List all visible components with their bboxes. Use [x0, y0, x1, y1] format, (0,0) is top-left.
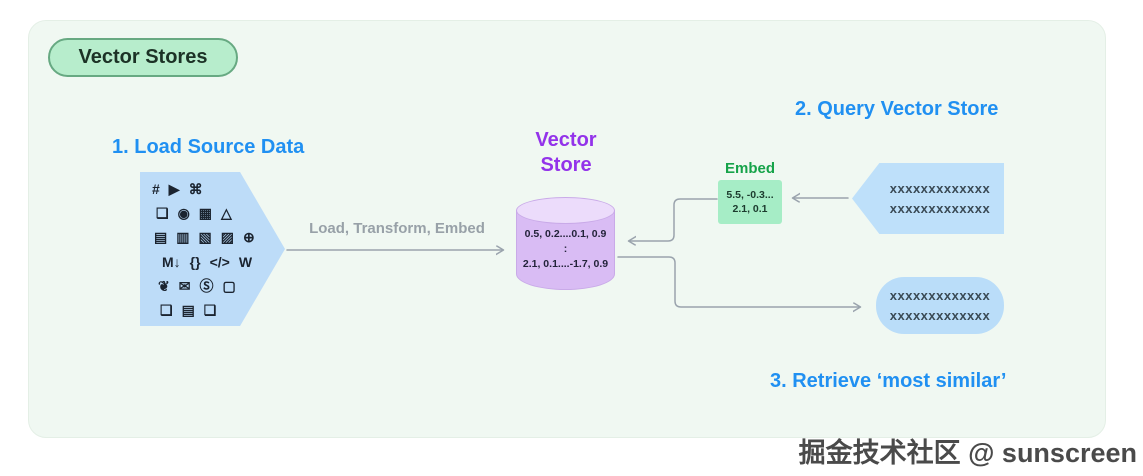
- icon-row: ❏ ▤ ❏: [152, 302, 255, 318]
- file-icon: ❏: [160, 301, 173, 318]
- github-icon: ◉: [177, 205, 190, 222]
- query-text-line1: xxxxxxxxxxxxx: [889, 180, 991, 196]
- xls-file-icon: ▨: [220, 229, 234, 246]
- result-text-shape: xxxxxxxxxxxxx xxxxxxxxxxxxx: [876, 277, 1004, 334]
- file-icon: ❏: [203, 301, 217, 318]
- doc-file-icon: ▤: [154, 229, 168, 246]
- youtube-icon: ▶: [168, 181, 180, 197]
- cylinder-values: 0.5, 0.2....0.1, 0.9 : 2.1, 0.1....-1.7,…: [516, 227, 615, 272]
- json-file-icon: {}: [189, 253, 201, 270]
- markdown-icon: M↓: [162, 253, 181, 270]
- file-icon: ❏: [156, 205, 169, 222]
- twitter-icon: ❦: [158, 277, 170, 294]
- wikipedia-icon: W: [238, 253, 253, 270]
- icon-row: ❏ ◉ ▦ △: [152, 205, 255, 221]
- gdrive-icon: △: [221, 205, 232, 222]
- embed-row-1: 5.5, -0.3...: [726, 189, 774, 201]
- embed-box: 5.5, -0.3... 2.1, 0.1: [718, 180, 782, 224]
- icon-row: M↓ {} </> W: [152, 254, 255, 270]
- icon-row: # ▶ ⌘: [152, 181, 255, 197]
- vector-store-cylinder: 0.5, 0.2....0.1, 0.9 : 2.1, 0.1....-1.7,…: [516, 197, 615, 290]
- stripe-icon: Ⓢ: [199, 277, 214, 294]
- image-file-icon: ▦: [198, 205, 213, 222]
- step1-heading: 1. Load Source Data: [112, 136, 305, 158]
- vector-row-1: 0.5, 0.2....0.1, 0.9: [524, 228, 607, 240]
- email-icon: ✉: [178, 277, 191, 294]
- result-text-line2: xxxxxxxxxxxxx: [889, 307, 991, 323]
- pdf-file-icon: ▧: [198, 229, 212, 246]
- csv-file-icon: ▥: [176, 229, 190, 246]
- vector-row-2: 2.1, 0.1....-1.7, 0.9: [522, 258, 609, 270]
- load-transform-embed-label: Load, Transform, Embed: [309, 220, 485, 237]
- folder-icon: ▢: [222, 277, 236, 294]
- vector-row-separator: :: [563, 243, 568, 255]
- query-text-shape: xxxxxxxxxxxxx xxxxxxxxxxxxx: [852, 163, 1004, 234]
- embed-row-2: 2.1, 0.1: [732, 203, 768, 215]
- web-file-icon: ⊕: [242, 229, 255, 246]
- slack-icon: #: [152, 181, 160, 197]
- doc-file-icon: ▤: [181, 301, 195, 318]
- watermark: 掘金技术社区 @ sunscreen: [798, 438, 1137, 468]
- query-text-line2: xxxxxxxxxxxxx: [889, 200, 991, 216]
- icon-row: ▤ ▥ ▧ ▨ ⊕: [152, 229, 255, 245]
- embed-label: Embed: [724, 160, 775, 177]
- step2-heading: 2. Query Vector Store: [795, 98, 999, 120]
- step3-heading: 3. Retrieve ‘most similar’: [770, 370, 1007, 392]
- vector-stores-badge: Vector Stores: [48, 38, 238, 77]
- result-text-line1: xxxxxxxxxxxxx: [889, 287, 991, 303]
- vector-store-title-line1: Vector: [535, 129, 597, 151]
- html-file-icon: </>: [209, 253, 230, 270]
- cylinder-top-ellipse: [516, 197, 615, 224]
- vector-store-title-line2: Store: [540, 154, 592, 176]
- discord-icon: ⌘: [188, 181, 203, 197]
- source-icons-grid: # ▶ ⌘ ❏ ◉ ▦ △ ▤ ▥ ▧ ▨ ⊕ M↓ {} </> W ❦ ✉ Ⓢ ▢ ❏ ▤ ❏: [140, 172, 285, 326]
- icon-row: ❦ ✉ Ⓢ ▢: [152, 278, 255, 294]
- vector-store-title: Vector Store: [505, 128, 627, 178]
